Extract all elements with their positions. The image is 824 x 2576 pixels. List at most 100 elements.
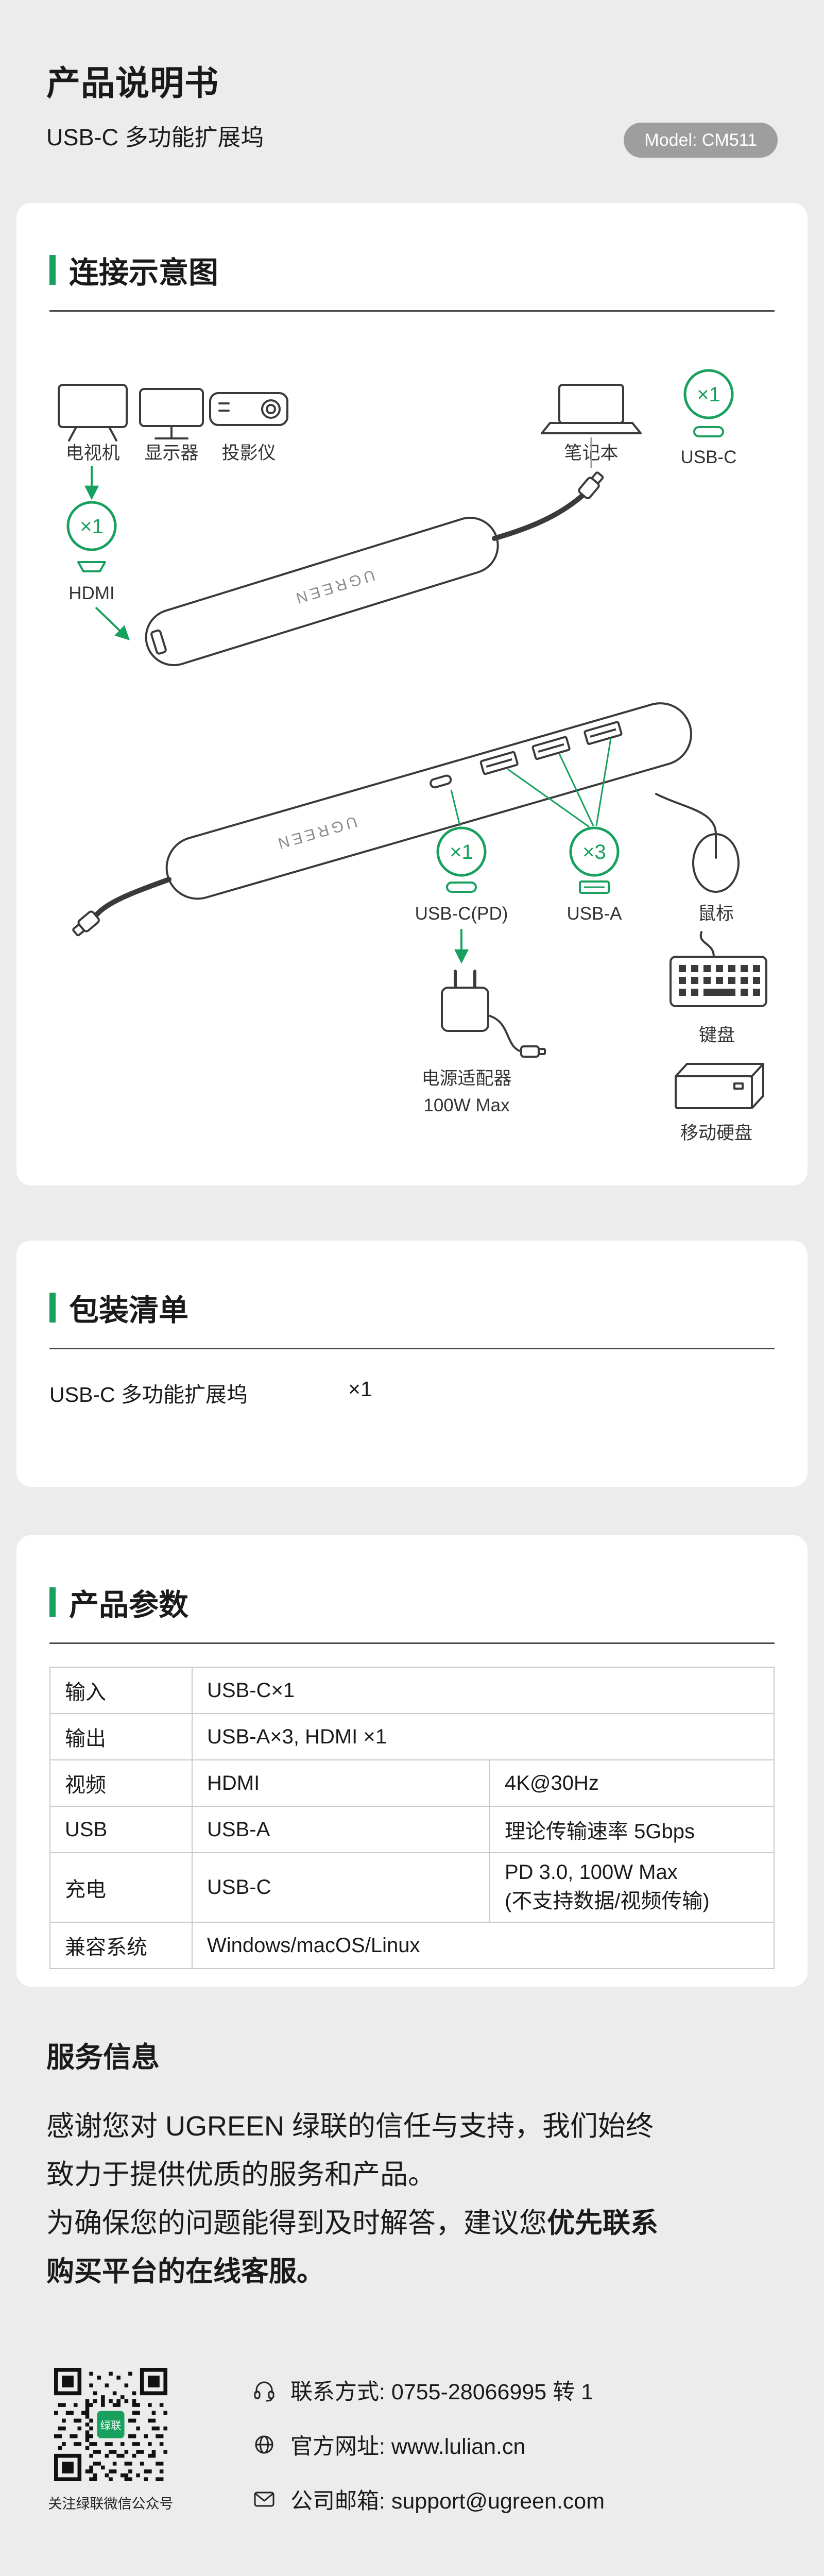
qr-center-badge <box>97 2411 125 2438</box>
usbc-pd-port <box>430 774 452 789</box>
section-rule <box>49 310 775 312</box>
specs-section-heading: 产品参数 <box>49 1535 775 1624</box>
usba-count-circle <box>569 826 620 877</box>
table-row: 输入 USB-C×1 <box>49 1667 775 1714</box>
table-row: 视频 HDMI 4K@30Hz <box>49 1759 775 1807</box>
usbc-count-circle <box>683 369 734 419</box>
monitor-icon <box>139 388 204 439</box>
spec-label: 输入 <box>49 1667 193 1714</box>
mouse-label: 鼠标 <box>698 904 734 924</box>
usba-label: USB-A <box>567 904 623 924</box>
spec-label: 兼容系统 <box>49 1922 193 1969</box>
spec-detail: PD 3.0, 100W Max (不支持数据/视频传输) <box>489 1852 775 1923</box>
hdd-icon <box>675 1063 764 1109</box>
contact-text: 联系方式: 0755-28066995 转 1 <box>290 2380 593 2404</box>
adapter-wattage-label: 100W Max <box>423 1095 510 1115</box>
packing-card: 包装清单 USB-C 多功能扩展坞 ×1 <box>16 1241 808 1487</box>
tv-icon <box>58 384 128 442</box>
section-rule <box>49 1348 775 1349</box>
spec-detail: 4K@30Hz <box>489 1759 775 1807</box>
section-rule <box>49 1642 775 1644</box>
port-annotation-lines <box>450 738 612 828</box>
hdmi-count: ×1 <box>80 515 104 538</box>
dock-hdmi-view: UGREEN <box>145 517 499 667</box>
usbc-pd-count: ×1 <box>450 841 473 863</box>
usbc-plug <box>72 910 100 937</box>
contact-row-website: 官方网址: www.lulian.cn <box>252 2429 605 2461</box>
packing-item-qty: ×1 <box>348 1377 372 1401</box>
page-header: 产品说明书 USB-C 多功能扩展坞 Model: CM511 <box>46 56 778 158</box>
service-line: 致力于提供优质的服务和产品。 <box>46 2150 778 2199</box>
packing-list-item: USB-C 多功能扩展坞 ×1 <box>49 1377 775 1408</box>
spec-value: HDMI <box>192 1759 490 1807</box>
hdmi-port <box>150 629 167 655</box>
contact-text: 官方网址: www.lulian.cn <box>290 2434 526 2459</box>
service-paragraphs: 感谢您对 UGREEN 绿联的信任与支持，我们始终 致力于提供优质的服务和产品。… <box>46 2102 778 2296</box>
usbc-annotation: ×1 USB-C <box>681 369 737 467</box>
page-title: 产品说明书 <box>46 64 219 102</box>
service-footer: 绿联 关注绿联微信公众号 联系方式: 0755-28066995 转 1 <box>46 2368 778 2538</box>
spec-label: 视频 <box>49 1759 193 1807</box>
diagram-section-title: 连接示意图 <box>69 256 219 290</box>
hdmi-label: HDMI <box>68 583 114 603</box>
tv-label: 电视机 <box>65 443 119 463</box>
service-line-bold: 优先联系 <box>547 2208 658 2239</box>
spec-detail: 理论传输速率 5Gbps <box>489 1806 775 1853</box>
service-line: 感谢您对 UGREEN 绿联的信任与支持，我们始终 <box>46 2102 778 2150</box>
green-bar <box>49 1293 56 1323</box>
qr-caption: 关注绿联微信公众号 <box>48 2496 174 2512</box>
hdmi-annotation: ×1 HDMI <box>66 501 117 603</box>
monitor-label: 显示器 <box>144 443 198 463</box>
packing-section-heading: 包装清单 <box>49 1241 775 1329</box>
mail-icon <box>252 2487 276 2511</box>
hdd-label: 移动硬盘 <box>680 1123 752 1143</box>
specs-section-title: 产品参数 <box>69 1588 189 1622</box>
green-bar <box>49 255 56 285</box>
service-section: 服务信息 感谢您对 UGREEN 绿联的信任与支持，我们始终 致力于提供优质的服… <box>46 2034 778 2538</box>
diagram-card: 连接示意图 电视机 显示器 <box>16 203 808 1185</box>
laptop-icon <box>541 384 642 434</box>
qr-center-label: 绿联 <box>100 2420 122 2432</box>
adapter-label: 电源适配器 <box>421 1069 511 1089</box>
packing-item-name: USB-C 多功能扩展坞 <box>49 1383 248 1406</box>
globe-icon <box>252 2433 276 2456</box>
diagram-section-heading: 连接示意图 <box>49 203 775 292</box>
hdmi-to-dock-arrow <box>95 606 130 640</box>
green-bar <box>49 1587 56 1617</box>
qr-block: 绿联 关注绿联微信公众号 <box>46 2368 175 2538</box>
usba-count: ×3 <box>582 841 606 863</box>
usbc-port-glyph <box>446 882 477 893</box>
pd-cable <box>93 877 171 918</box>
table-row: USB USB-A 理论传输速率 5Gbps <box>49 1806 775 1853</box>
service-line-text: 致力于提供优质的服务和产品。 <box>46 2159 436 2190</box>
table-row: 兼容系统 Windows/macOS/Linux <box>49 1922 775 1969</box>
service-line-text: 感谢您对 UGREEN 绿联的信任与支持，我们始终 <box>46 2111 654 2142</box>
specs-card: 产品参数 输入 USB-C×1 输出 USB-A×3, HDMI ×1 视频 H… <box>16 1535 808 1987</box>
spec-value: USB-A <box>192 1806 490 1853</box>
dock-ports-view: UGREEN <box>165 702 692 900</box>
usbc-pd-count-circle <box>436 826 487 877</box>
usbc-pd-annotation: ×1 USB-C(PD) <box>415 826 508 924</box>
usbc-pd-label: USB-C(PD) <box>415 904 508 924</box>
service-line: 为确保您的问题能得到及时解答，建议您优先联系 <box>46 2199 778 2247</box>
qr-code: 绿联 <box>54 2368 167 2481</box>
model-badge: Model: CM511 <box>624 123 778 158</box>
usbc-port-glyph <box>693 426 724 437</box>
usbc-label: USB-C <box>681 447 737 467</box>
service-line-text: 为确保您的问题能得到及时解答，建议您 <box>46 2208 547 2239</box>
connection-diagram: 电视机 显示器 投影仪 笔记本 <box>58 369 767 1143</box>
service-line-bold: 购买平台的在线客服。 <box>46 2256 324 2287</box>
projector-icon <box>209 392 288 426</box>
keyboard-label: 键盘 <box>699 1025 735 1045</box>
page-subtitle: USB-C 多功能扩展坞 <box>46 124 264 150</box>
usbc-count: ×1 <box>697 383 720 406</box>
headset-icon <box>252 2378 276 2402</box>
service-title: 服务信息 <box>46 2041 160 2073</box>
contacts-list: 联系方式: 0755-28066995 转 1 官方网址: www.lulian… <box>252 2368 605 2538</box>
keyboard-icon <box>670 931 767 1007</box>
usba-port-glyph <box>579 880 610 894</box>
power-adapter-icon <box>441 970 546 1058</box>
host-cable <box>492 493 586 541</box>
spec-label: 充电 <box>49 1852 193 1923</box>
